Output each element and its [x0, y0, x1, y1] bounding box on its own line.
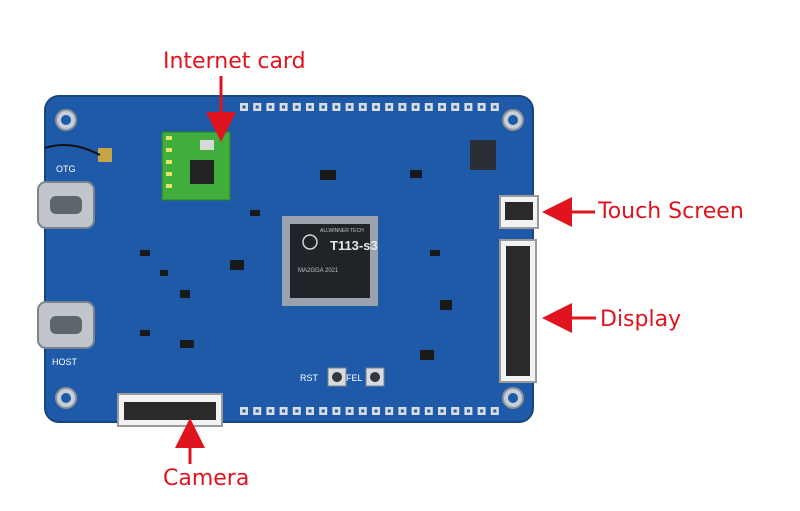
fel-label: FEL [346, 373, 363, 383]
soc-brand-label: ALLWINNER TECH [320, 228, 364, 234]
soc-chip [282, 216, 378, 306]
callout-display: Display [600, 307, 682, 332]
rst-button [327, 367, 347, 387]
callout-camera: Camera [163, 466, 250, 491]
camera-connector [117, 393, 223, 427]
fel-button [365, 367, 385, 387]
mounting-holes [55, 109, 524, 409]
usb-c-otg-port [37, 181, 95, 229]
soc-code-label: MA2GGA 2021 [298, 268, 339, 274]
host-port-label: HOST [52, 357, 78, 367]
touch-screen-connector [499, 195, 539, 229]
callout-internet-card: Internet card [163, 49, 306, 74]
display-connector [499, 239, 537, 383]
soc-model-label: T113-s3 [330, 238, 378, 253]
rst-label: RST [300, 373, 319, 383]
passive-components [140, 140, 496, 360]
antenna-connector [44, 144, 112, 162]
usb-c-host-port [37, 301, 95, 349]
bottom-pin-header [240, 407, 499, 415]
top-pin-header [240, 103, 499, 111]
wifi-module [161, 131, 231, 201]
otg-port-label: OTG [56, 164, 76, 174]
callout-touch-screen: Touch Screen [598, 199, 744, 224]
